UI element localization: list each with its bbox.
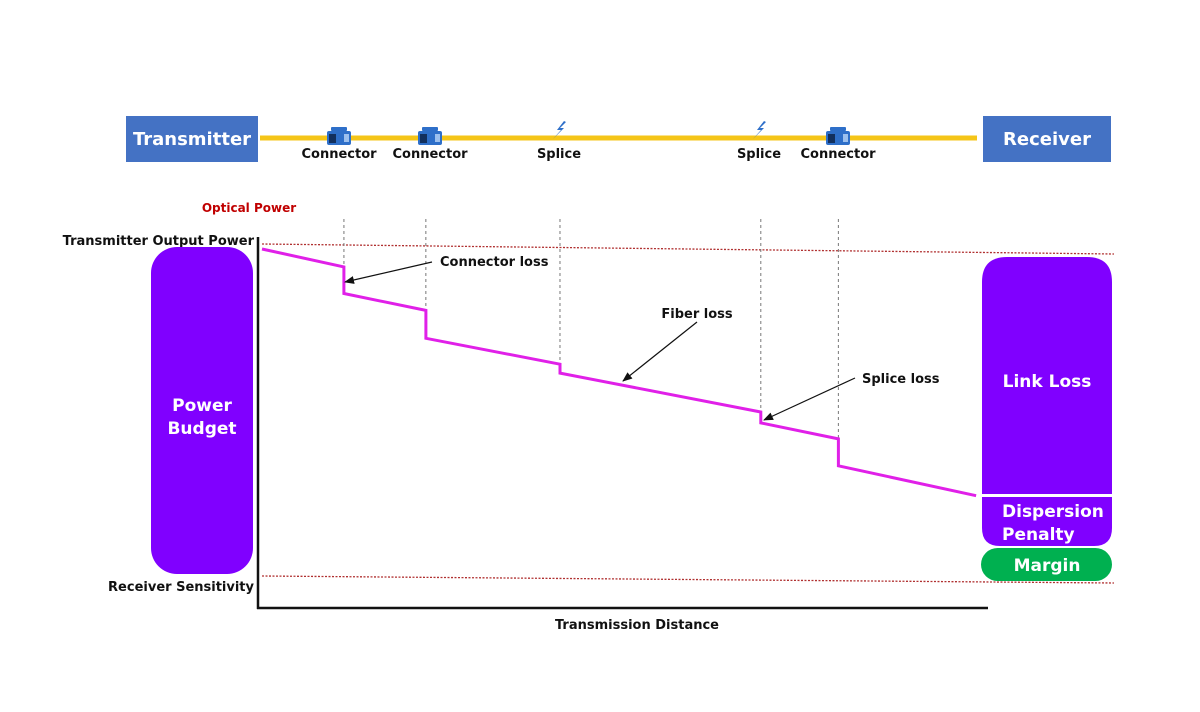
- transmitter-output-power-label: Transmitter Output Power: [63, 234, 255, 249]
- transmitter-label: Transmitter: [133, 129, 251, 150]
- link-loss-label: Link Loss: [1003, 372, 1092, 392]
- link-component-connector: Connector: [301, 127, 377, 162]
- dispersion-penalty-label-line2: Penalty: [1002, 525, 1075, 545]
- link-component-connector: Connector: [800, 127, 876, 162]
- splice-icon: [753, 121, 766, 139]
- optical-power-line: [261, 247, 977, 498]
- link-budget-breakdown: Link Loss Dispersion Penalty Margin: [981, 257, 1112, 581]
- power-budget-box: Power Budget: [151, 247, 253, 574]
- link-component-splice: Splice: [537, 121, 581, 162]
- link-component-connector: Connector: [392, 127, 468, 162]
- splice-loss-label: Splice loss: [862, 372, 940, 387]
- connector-icon: [418, 127, 442, 145]
- receiver-box: Receiver: [983, 116, 1111, 162]
- link-component-label: Splice: [537, 147, 581, 162]
- fiber-loss-label: Fiber loss: [661, 307, 733, 322]
- connector-icon: [327, 127, 351, 145]
- receiver-sensitivity-reference-line: [261, 575, 1115, 584]
- x-axis-title: Transmission Distance: [555, 618, 719, 633]
- splice-loss-annotation: Splice loss: [763, 372, 940, 421]
- power-budget-label-line2: Budget: [167, 419, 236, 439]
- transmitter-box: Transmitter: [126, 116, 258, 162]
- dispersion-penalty-box: [982, 497, 1112, 546]
- link-components: Connector Connector Splice Splice Connector: [301, 121, 876, 162]
- connector-loss-annotation: Connector loss: [344, 255, 549, 284]
- connector-icon: [826, 127, 850, 145]
- splice-icon: [553, 121, 566, 139]
- margin-box: [981, 548, 1112, 581]
- margin-label: Margin: [1014, 556, 1081, 576]
- power-budget-label-line1: Power: [172, 396, 232, 416]
- dispersion-penalty-label-line1: Dispersion: [1002, 502, 1104, 522]
- link-component-label: Splice: [737, 147, 781, 162]
- link-component-label: Connector: [392, 147, 468, 162]
- connector-loss-label: Connector loss: [440, 255, 549, 270]
- link-loss-box: [982, 257, 1112, 494]
- fiber-loss-annotation: Fiber loss: [622, 307, 733, 382]
- link-component-label: Connector: [301, 147, 377, 162]
- receiver-sensitivity-label: Receiver Sensitivity: [108, 580, 254, 595]
- event-guide-lines: [343, 219, 839, 439]
- link-component-label: Connector: [800, 147, 876, 162]
- y-axis-title: Optical Power: [202, 201, 296, 215]
- link-component-splice: Splice: [737, 121, 781, 162]
- transmitter-output-reference-line: [261, 243, 1115, 255]
- receiver-label: Receiver: [1003, 129, 1091, 150]
